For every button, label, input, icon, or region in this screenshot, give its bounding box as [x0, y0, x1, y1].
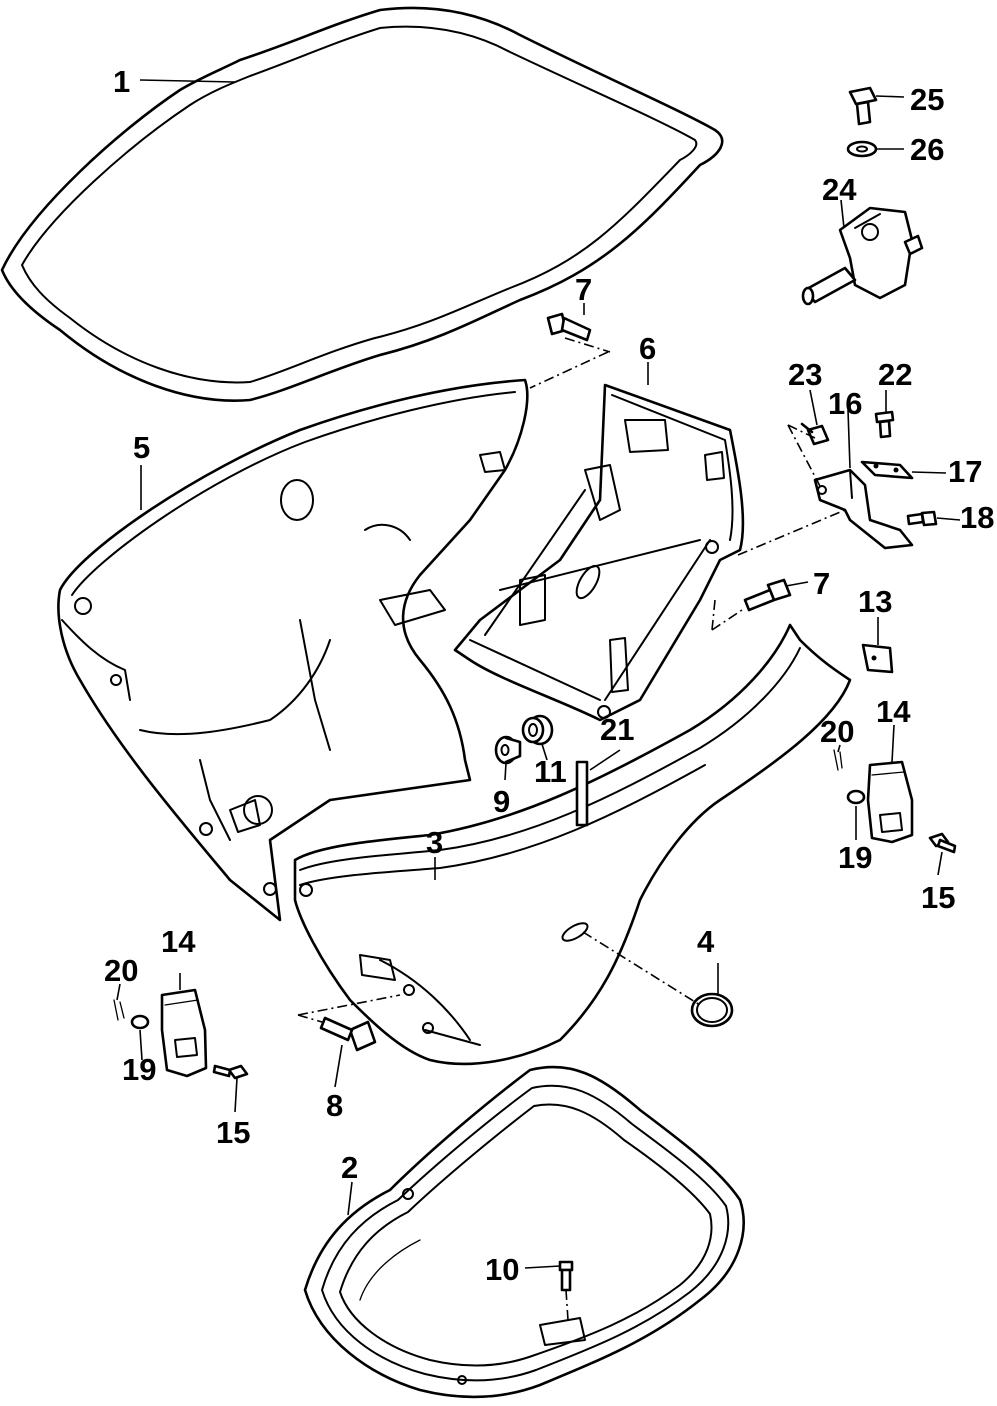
part-10-screw: [558, 1260, 574, 1292]
part-5-front-cowl-half: [57, 378, 529, 922]
part-21-rod: [575, 760, 589, 827]
part-9-collar: [494, 735, 522, 765]
part-20-left-pin: [113, 999, 125, 1021]
callout-10: 10: [485, 1252, 519, 1287]
callout-14-left: 14: [161, 924, 196, 959]
callout-7-right: 7: [813, 566, 830, 601]
part-6-rear-cowl-half: [453, 383, 745, 722]
callout-6: 6: [639, 331, 656, 366]
part-3-lower-cowl: [293, 623, 852, 1066]
part-15-left-pin: [212, 1064, 249, 1080]
callout-4: 4: [697, 924, 715, 959]
callout-25: 25: [910, 82, 944, 117]
part-1-top-seal: [0, 6, 724, 402]
part-19-left-washer: [130, 1014, 150, 1030]
callout-23: 23: [788, 357, 822, 392]
part-11-grommet: [521, 714, 554, 746]
leader-lines: [116, 79, 961, 1269]
callout-18: 18: [960, 500, 994, 535]
callout-20-right: 20: [820, 714, 854, 749]
callout-5: 5: [133, 430, 150, 465]
part-14-left-latch: [160, 988, 208, 1078]
callout-15-right: 15: [921, 880, 955, 915]
callout-20-left: 20: [104, 953, 138, 988]
callout-19-right: 19: [838, 840, 872, 875]
callout-13: 13: [858, 584, 892, 619]
callout-labels: 1 2 3 4 5 6 7 7 8 9 10 11 13 14 14 15 15…: [104, 64, 994, 1287]
callout-14-right: 14: [876, 694, 911, 729]
part-8-bolt: [319, 1016, 377, 1052]
callout-3: 3: [426, 825, 443, 860]
part-7-upper-bolt: [546, 312, 592, 342]
part-2-bottom-seal: [303, 1065, 745, 1399]
part-17-plate: [860, 460, 914, 480]
callout-24: 24: [822, 172, 857, 207]
callout-17: 17: [948, 454, 982, 489]
part-24-fitting: [801, 206, 924, 306]
part-13-clip: [861, 643, 894, 674]
callout-8: 8: [326, 1088, 343, 1123]
callout-9: 9: [493, 784, 510, 819]
part-15-right-pin: [928, 832, 957, 854]
callout-22: 22: [878, 357, 912, 392]
callout-7-upper: 7: [575, 272, 592, 307]
part-22-screw: [874, 410, 895, 439]
part-16-bracket: [813, 468, 914, 550]
callout-1: 1: [113, 64, 130, 99]
part-18-screw: [906, 510, 938, 527]
callout-19-left: 19: [122, 1052, 156, 1087]
part-14-right-latch: [866, 760, 914, 844]
callout-15-left: 15: [216, 1115, 250, 1150]
callout-16: 16: [828, 386, 862, 421]
part-19-right-washer: [846, 789, 866, 805]
part-4-cap: [690, 992, 734, 1028]
part-26-washer: [846, 140, 878, 158]
part-25-bolt: [848, 86, 878, 126]
part-23-screw: [800, 422, 830, 446]
part-7-right-bolt: [743, 578, 792, 612]
callout-21: 21: [600, 712, 634, 747]
alignment-lines: [297, 337, 846, 1321]
callout-26: 26: [910, 132, 944, 167]
part-20-right-pin: [833, 749, 843, 771]
callout-2: 2: [341, 1150, 358, 1185]
callout-11: 11: [534, 754, 567, 789]
